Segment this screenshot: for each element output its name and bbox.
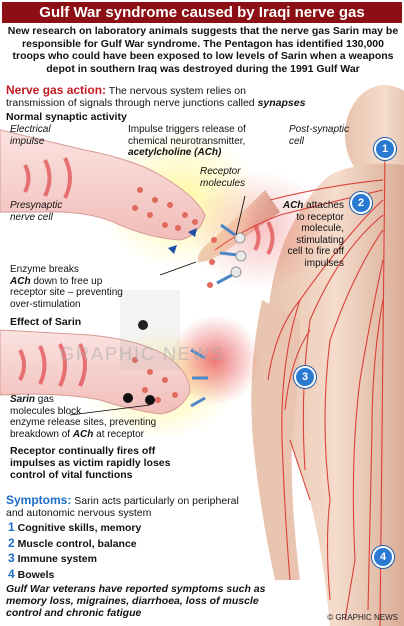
label-line: stimulating [296, 234, 344, 246]
label-line: molecules block [10, 405, 82, 417]
receptor-molecules-label: Receptor molecules [200, 166, 245, 189]
ach-term: ACh [72, 428, 94, 440]
receptor-molecules [207, 223, 247, 288]
symptom-label: Immune system [17, 553, 97, 565]
receptor-fires-label: Receptor continually fires off impulses … [10, 445, 171, 481]
copyright: © GRAPHIC NEWS [327, 613, 398, 622]
label-line: over-stimulation [10, 298, 81, 310]
symptom-label: Bowels [17, 568, 55, 581]
watermark-text: GRAPHIC NEWS [60, 344, 226, 364]
sarin-label: Sarin gas molecules block enzyme release… [10, 394, 156, 440]
label-line: Presynaptic [10, 200, 63, 211]
label-line: nerve cell [10, 211, 53, 223]
page-title: Gulf War syndrome caused by Iraqi nerve … [39, 4, 365, 21]
symptoms-text: Sarin acts particularly on peripheral an… [6, 495, 239, 519]
label-line: at receptor [93, 428, 144, 440]
nerve-gas-action: Nerve gas action: The nervous system rel… [6, 84, 306, 109]
label-line: Receptor continually fires off [10, 445, 156, 457]
label-line: Electrical [10, 124, 51, 135]
label-line: impulses as victim rapidly loses [10, 457, 171, 469]
badge-4: 4 [372, 546, 394, 568]
label-line: down to free up [30, 275, 103, 287]
label-line: receptor site – preventing [10, 287, 123, 298]
ach-attaches-label: ACh attaches to receptor molecule, stimu… [272, 200, 344, 269]
label-line: cell [289, 135, 305, 147]
nerve-gas-action-text: The nervous system relies on transmissio… [6, 85, 255, 109]
label-line: control of vital functions [10, 469, 133, 481]
badge-3: 3 [294, 366, 316, 388]
callout-lines [69, 195, 246, 416]
symptom-label: Cognitive skills, memory [17, 522, 142, 534]
symptom-item: 3 Immune system [8, 551, 141, 567]
label-line: cell to fire off [287, 246, 344, 257]
symptom-label: Muscle control, balance [17, 537, 137, 550]
label-line: molecules [200, 177, 246, 189]
enzyme-label: Enzyme breaks ACh down to free up recept… [10, 264, 123, 310]
label-line: molecule, [301, 223, 344, 234]
label-line: chemical neurotransmitter, [128, 135, 246, 147]
label-line: Post-synaptic [289, 124, 350, 135]
sarin-term: Sarin [10, 394, 36, 405]
label-line: gas [35, 394, 54, 405]
symptoms-list: 1 Cognitive skills, memory 2 Muscle cont… [8, 520, 141, 582]
normal-heading: Normal synaptic activity [6, 111, 127, 123]
label-line: to receptor [296, 211, 344, 223]
symptom-number: 2 [8, 535, 15, 550]
veterans-text: Gulf War veterans have reported symptoms… [6, 583, 266, 619]
presynaptic-axon [0, 129, 206, 254]
electrical-impulse-label: Electrical impulse [10, 124, 51, 147]
impulse-arcs-bottom [18, 343, 87, 387]
impulse-triggers-label: Impulse triggers release of chemical neu… [128, 124, 246, 159]
label-line: Impulse triggers release of [128, 124, 246, 135]
presynaptic-label: Presynaptic nerve cell [10, 200, 62, 223]
badge-2: 2 [350, 192, 372, 214]
symptom-number: 4 [8, 566, 15, 581]
symptoms-heading: Symptoms: [6, 493, 72, 507]
symptom-item: 4 Bowels [8, 567, 141, 583]
symptoms-intro: Symptoms: Sarin acts particularly on per… [6, 494, 246, 519]
symptom-number: 1 [8, 520, 15, 534]
label-line: Enzyme breaks [10, 264, 79, 275]
badge-1: 1 [374, 138, 396, 160]
watermark-logo [120, 290, 180, 370]
ach-term: ACh [10, 275, 31, 287]
ach-term: acetylcholine (ACh) [128, 147, 222, 158]
label-line: impulse [10, 135, 45, 147]
symptom-item: 1 Cognitive skills, memory [8, 520, 141, 536]
ach-term: ACh [282, 200, 304, 211]
receptor-molecules-sarin [190, 348, 208, 408]
nerve-gas-action-heading: Nerve gas action: [6, 83, 107, 97]
label-line: enzyme release sites, preventing [10, 417, 157, 428]
label-line: impulses [304, 257, 344, 269]
title-bar: Gulf War syndrome caused by Iraqi nerve … [2, 2, 402, 23]
symptom-item: 2 Muscle control, balance [8, 536, 141, 552]
impulse-arcs-top [23, 157, 72, 199]
sarin-heading: Effect of Sarin [10, 316, 82, 328]
label-line: attaches [303, 200, 344, 211]
presynaptic-axon-sarin [0, 320, 191, 415]
impulse-arcs-right [253, 221, 275, 255]
intro-text: New research on laboratory animals sugge… [7, 25, 399, 75]
label-line: Receptor [200, 166, 241, 177]
post-synaptic-label: Post-synaptic cell [289, 124, 349, 147]
synapses-term: synapses [257, 97, 306, 109]
label-line: breakdown of [10, 428, 73, 440]
symptom-number: 3 [8, 551, 15, 565]
